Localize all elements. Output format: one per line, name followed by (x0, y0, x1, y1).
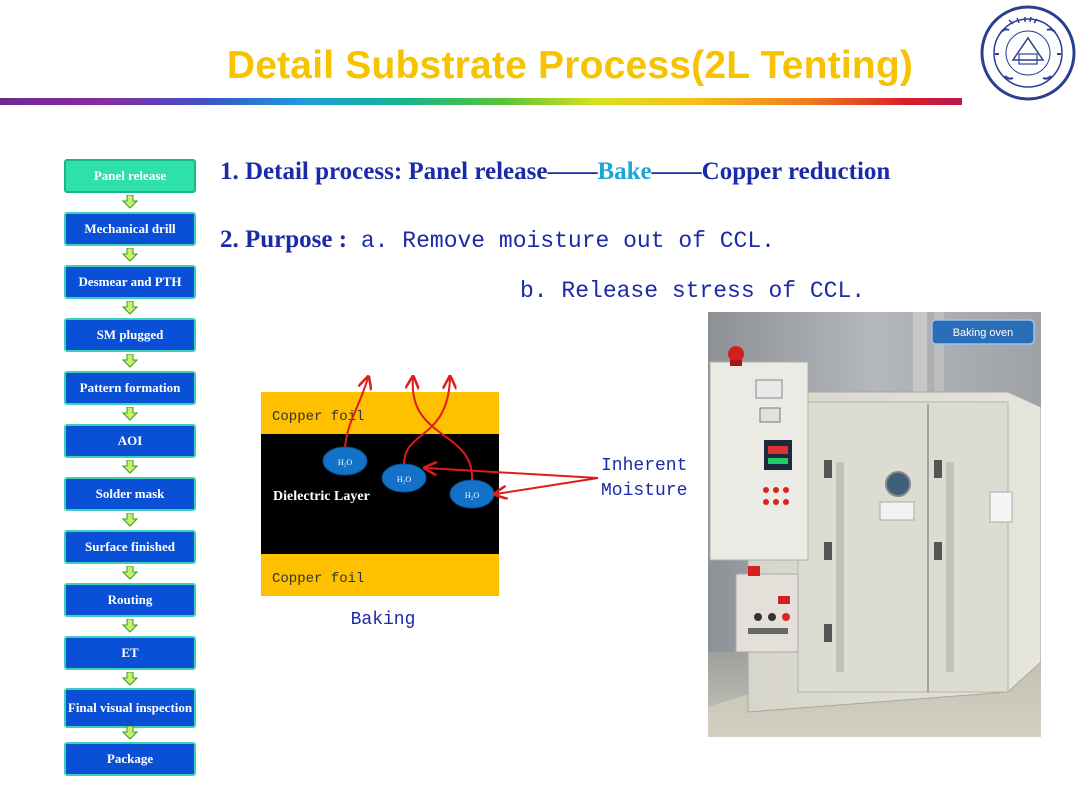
flow-step-surface-finished: Surface finished (64, 530, 196, 564)
oven-label-box (931, 319, 1035, 345)
purpose-item-b: b. Release stress of CCL. (520, 278, 866, 304)
escape-arrow (344, 378, 368, 448)
baking-moisture-diagram: Copper foil Copper foil Dielectric Layer… (261, 370, 687, 630)
copper-foil-bottom (261, 554, 499, 596)
purpose-label: 2. Purpose : (220, 226, 348, 253)
down-arrow-icon (122, 407, 138, 421)
purpose-item-a: a. Remove moisture out of CCL. (347, 228, 775, 254)
molecule-label: H₂O (397, 475, 412, 484)
down-arrow-icon (122, 460, 138, 474)
down-arrow-icon (122, 672, 138, 686)
down-arrow-icon (122, 248, 138, 262)
flow-step-pattern-formation: Pattern formation (64, 371, 196, 405)
down-arrow-icon (122, 513, 138, 527)
flow-step-routing: Routing (64, 583, 196, 617)
rainbow-divider (0, 98, 962, 105)
flow-step-package: Package (64, 742, 196, 776)
flow-step-sm-plugged: SM plugged (64, 318, 196, 352)
purpose-line: 2. Purpose : a. Remove moisture out of C… (220, 226, 775, 254)
flow-step-solder-mask: Solder mask (64, 477, 196, 511)
university-seal-icon (980, 5, 1076, 101)
down-arrow-icon (122, 354, 138, 368)
dielectric-layer-label: Dielectric Layer (273, 489, 370, 504)
inherent-label: Inherent (601, 456, 687, 476)
down-arrow-icon (122, 726, 138, 740)
detail-process-line: 1. Detail process: Panel release——Bake——… (220, 158, 890, 186)
down-arrow-icon (122, 566, 138, 580)
flow-step-aoi: AOI (64, 424, 196, 458)
oven-label: Baking oven (953, 327, 1014, 339)
moisture-label: Moisture (601, 481, 687, 501)
page-title: Detail Substrate Process(2L Tenting) (226, 44, 914, 87)
detail-process-prefix: 1. Detail process: Panel release—— (220, 158, 598, 185)
copper-foil-top (261, 392, 499, 434)
molecule-label: H₂O (338, 458, 353, 467)
copper-foil-top-label: Copper foil (272, 409, 364, 425)
escape-arrow (413, 378, 474, 481)
diagram-caption: Baking (351, 610, 416, 630)
baking-oven-photo: Baking oven (708, 312, 1041, 737)
flow-step-final-visual-inspection: Final visual inspection (64, 688, 196, 728)
pointer-arrow (496, 477, 599, 494)
pointer-arrow (426, 468, 599, 479)
flow-step-mechanical-drill: Mechanical drill (64, 212, 196, 246)
detail-process-suffix: ——Copper reduction (651, 158, 891, 185)
down-arrow-icon (122, 195, 138, 209)
flow-step-et: ET (64, 636, 196, 670)
escape-arrow (403, 378, 450, 465)
molecule-label: H₂O (465, 491, 480, 500)
detail-process-highlight: Bake (597, 158, 652, 185)
down-arrow-icon (122, 619, 138, 633)
down-arrow-icon (122, 301, 138, 315)
copper-foil-bottom-label: Copper foil (272, 571, 364, 587)
flow-step-panel-release: Panel release (64, 159, 196, 193)
flow-step-desmear-pth: Desmear and PTH (64, 265, 196, 299)
